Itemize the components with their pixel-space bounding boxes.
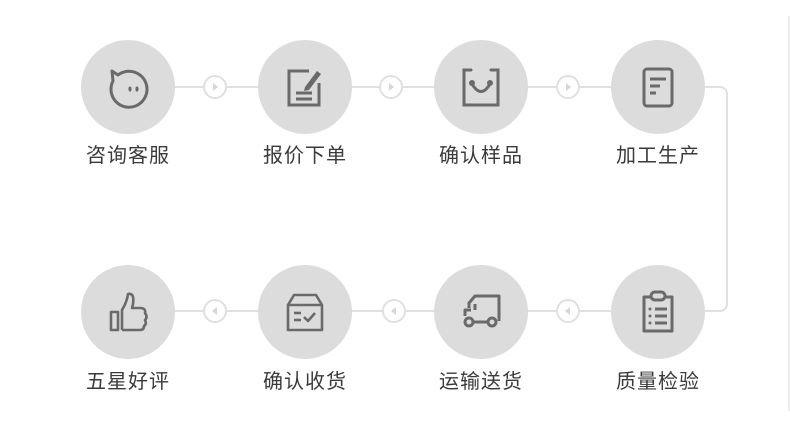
step-label: 确认样品 bbox=[439, 143, 523, 167]
step-label: 确认收货 bbox=[263, 369, 347, 393]
step-node-five-star-review bbox=[81, 265, 175, 359]
truck-icon bbox=[463, 294, 501, 328]
connector-row2 bbox=[128, 310, 690, 312]
edit-document-icon bbox=[287, 69, 321, 107]
box-check-icon bbox=[286, 293, 324, 332]
step-label: 质量检验 bbox=[616, 369, 700, 393]
arrow-left-icon bbox=[556, 299, 580, 323]
chat-bubble-face-icon bbox=[109, 69, 149, 109]
arrow-left-icon bbox=[203, 299, 227, 323]
step-node-confirm-receipt bbox=[258, 265, 352, 359]
step-label: 运输送货 bbox=[439, 369, 523, 393]
arrow-right-icon bbox=[203, 75, 227, 99]
step-node-consult bbox=[81, 40, 175, 134]
step-label: 咨询客服 bbox=[86, 143, 170, 167]
connector-bracket bbox=[690, 86, 728, 312]
step-label: 加工生产 bbox=[616, 143, 700, 167]
step-node-confirm-sample bbox=[434, 40, 528, 134]
connector-row1 bbox=[128, 86, 690, 88]
clipboard-checklist-icon bbox=[642, 290, 674, 333]
shopping-bag-icon bbox=[462, 68, 500, 107]
step-node-quote-order bbox=[258, 40, 352, 134]
arrow-left-icon bbox=[382, 299, 406, 323]
arrow-right-icon bbox=[379, 75, 403, 99]
step-node-shipping bbox=[434, 265, 528, 359]
arrow-right-icon bbox=[556, 75, 580, 99]
right-divider bbox=[788, 16, 790, 411]
step-label: 五星好评 bbox=[86, 369, 170, 393]
step-label: 报价下单 bbox=[263, 143, 347, 167]
thumbs-up-icon bbox=[109, 292, 148, 332]
step-node-quality-inspection bbox=[611, 265, 705, 359]
document-lines-icon bbox=[642, 67, 674, 108]
step-node-production bbox=[611, 40, 705, 134]
